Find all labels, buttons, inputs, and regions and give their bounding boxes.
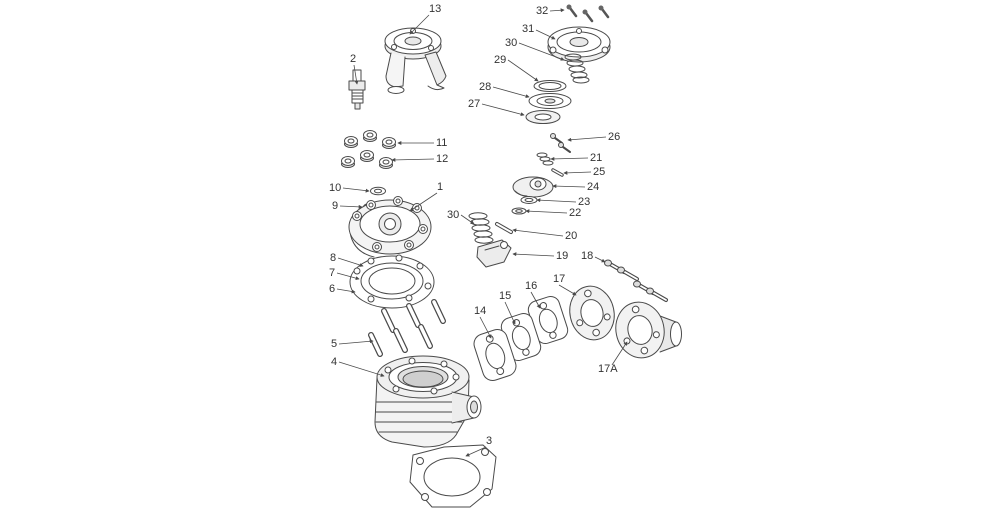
base-gasket-part: [409, 444, 497, 508]
leader-line-c28: [492, 86, 530, 99]
cover-screws-part: [566, 4, 610, 23]
leader-line-c17: [558, 284, 577, 296]
washer-upper-part: [370, 186, 386, 196]
leader-line-c16: [530, 291, 541, 309]
leader-line-c1: [409, 192, 438, 212]
parts-layer: [341, 4, 682, 508]
leader-line-c19: [512, 252, 555, 257]
leader-line-c26: [567, 136, 607, 142]
spring-seat-part: [533, 80, 567, 92]
spark-plug-part: [348, 69, 366, 110]
callout-label-c28: 28: [479, 81, 491, 93]
leader-line-c18: [594, 256, 606, 263]
leader-line-c6: [336, 288, 356, 294]
callout-label-c12: 12: [436, 153, 448, 165]
callout-label-c22: 22: [569, 207, 581, 219]
nut-row-lower-part: [341, 150, 393, 169]
leader-line-c15: [504, 301, 516, 325]
callout-label-c21: 21: [590, 152, 602, 164]
leader-line-c10: [342, 187, 370, 193]
callout-label-c9: 9: [332, 200, 338, 212]
callout-label-c3: 3: [486, 435, 492, 447]
diaphragm-part: [528, 93, 572, 109]
callout-label-c14: 14: [474, 305, 486, 317]
callout-label-c30b: 30: [447, 209, 459, 221]
callout-label-c5: 5: [331, 338, 337, 350]
leader-line-c14: [479, 316, 492, 339]
callout-label-c24: 24: [587, 181, 599, 193]
callout-label-c18: 18: [581, 250, 593, 262]
callout-label-c17: 17: [553, 273, 565, 285]
leader-line-c17A: [611, 341, 628, 366]
leader-line-c7: [336, 272, 360, 281]
callout-label-c16: 16: [525, 280, 537, 292]
pin-part: [551, 168, 564, 177]
leader-line-c13: [409, 14, 430, 35]
callout-label-c29: 29: [494, 54, 506, 66]
callout-label-c19: 19: [556, 250, 568, 262]
valve-actuator-part: [512, 176, 554, 198]
leader-line-c31: [535, 29, 556, 40]
leader-line-c27: [481, 103, 525, 117]
callout-label-c6: 6: [329, 283, 335, 295]
callout-label-c11: 11: [436, 137, 447, 149]
studs-part: [368, 299, 446, 357]
leader-line-c3: [465, 446, 487, 457]
small-screws-part: [550, 133, 571, 153]
callout-label-c7: 7: [329, 267, 335, 279]
nut-row-upper-part: [344, 130, 396, 149]
small-spring-part: [536, 152, 554, 166]
valve-spring-lower-part: [468, 212, 494, 244]
exhaust-valve-part: [476, 239, 512, 268]
leader-line-c30b: [460, 214, 475, 225]
valve-cover-part: [547, 26, 611, 63]
valve-pin-part: [495, 222, 513, 234]
exhaust-gasket-14-part: [473, 329, 517, 381]
leader-line-c23: [536, 198, 577, 203]
callout-label-c20: 20: [565, 230, 577, 242]
callout-label-c4: 4: [331, 356, 337, 368]
exhaust-outlet-part: [615, 301, 682, 359]
leader-line-c12: [391, 157, 435, 162]
callout-label-c23: 23: [578, 196, 590, 208]
leader-line-c22: [525, 209, 568, 214]
leader-line-c5: [338, 339, 374, 345]
callout-label-c30a: 30: [505, 37, 517, 49]
leader-line-c8: [337, 257, 364, 267]
callout-label-c26: 26: [608, 131, 620, 143]
leader-line-c2: [353, 64, 359, 85]
leader-line-c24: [552, 184, 586, 189]
callout-label-c13: 13: [429, 3, 441, 15]
leader-line-c30a: [518, 42, 565, 61]
callout-label-c8: 8: [330, 252, 336, 264]
callout-label-c32: 32: [536, 5, 548, 17]
callout-label-c15: 15: [499, 290, 511, 302]
callout-label-c25: 25: [593, 166, 605, 178]
cylinder-head-part: [348, 196, 432, 258]
diaphragm-plate-part: [525, 110, 561, 124]
flange-bolts-part: [604, 259, 668, 302]
valve-spring-upper-part: [564, 53, 590, 84]
ring-22-part: [511, 207, 527, 215]
leader-line-c20: [512, 228, 564, 237]
leader-line-c32: [549, 8, 565, 13]
cylinder-part: [374, 355, 482, 448]
callout-label-c10: 10: [329, 182, 341, 194]
leader-line-c25: [563, 170, 592, 175]
exhaust-flange-part: [569, 285, 615, 341]
callout-label-c17A: 17A: [598, 363, 618, 375]
callout-label-c31: 31: [522, 23, 534, 35]
leader-line-c21: [550, 156, 589, 161]
head-cover-assembly-part: [384, 27, 447, 94]
callout-label-c2: 2: [350, 53, 356, 65]
callout-label-c1: 1: [437, 181, 443, 193]
leader-line-c4: [338, 361, 385, 377]
leader-line-c29: [507, 59, 539, 82]
leader-line-c9: [339, 204, 363, 209]
callout-label-c27: 27: [468, 98, 480, 110]
head-gasket-part: [349, 254, 435, 309]
ring-23-part: [520, 196, 538, 204]
